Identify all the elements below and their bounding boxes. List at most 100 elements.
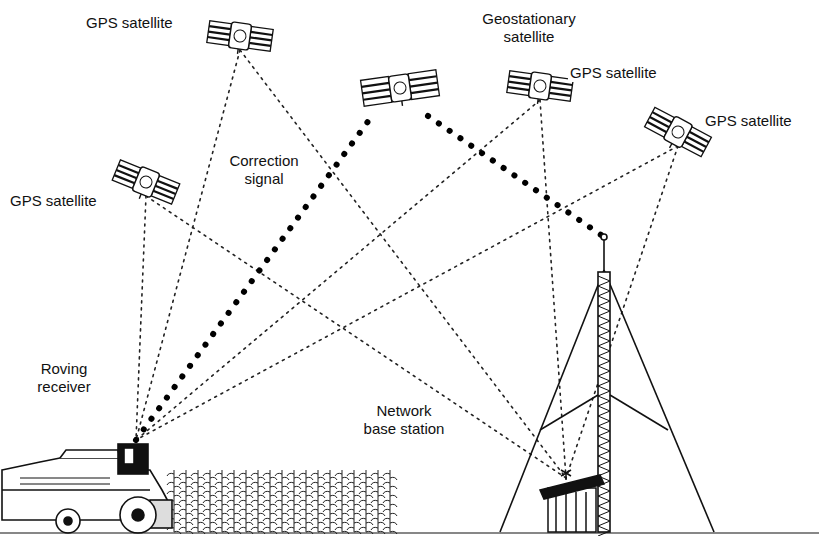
corn-leaf [215, 518, 229, 525]
corn-leaf [371, 482, 385, 489]
lattice-brace [598, 376, 610, 386]
corn-leaf [215, 482, 229, 489]
corn-leaf [251, 473, 265, 480]
corn-leaf [359, 482, 373, 489]
lattice-brace [598, 416, 610, 426]
lattice-brace [598, 366, 610, 376]
satellite [361, 70, 441, 111]
corn-leaf [287, 500, 301, 507]
corn-leaf [371, 491, 385, 498]
panel-stripe [550, 87, 572, 90]
corn-leaf [239, 482, 253, 489]
corn-leaf [239, 518, 253, 525]
corn-leaf [275, 509, 289, 516]
lattice-brace [598, 316, 610, 326]
signal-line [136, 196, 146, 440]
corn-leaf [203, 491, 217, 498]
corn-leaf [227, 518, 241, 525]
satellite-dish [138, 174, 154, 190]
solar-panel [248, 26, 273, 51]
corn-leaf [287, 509, 301, 516]
satellite-body [528, 72, 551, 101]
corn-leaf [275, 518, 289, 525]
lattice-brace [598, 526, 610, 536]
corn-leaf [299, 491, 313, 498]
corn-leaf [263, 473, 277, 480]
corn-leaf [179, 482, 193, 489]
corn-leaf [275, 482, 289, 489]
panel-stripe [208, 32, 230, 35]
callout-label: GPS satellite [84, 14, 175, 32]
lattice-brace [598, 276, 610, 286]
corn-leaf [323, 509, 337, 516]
lattice-brace [598, 386, 610, 396]
lattice-brace [598, 286, 610, 296]
lattice-brace [598, 426, 610, 436]
corn-leaf [227, 509, 241, 516]
lattice-brace [598, 406, 610, 416]
corn-leaf [347, 509, 361, 516]
corn-leaf [191, 509, 205, 516]
corn-leaf [347, 491, 361, 498]
corn-leaf [335, 518, 349, 525]
corn-leaf [287, 491, 301, 498]
lattice-brace [598, 506, 610, 516]
corn-leaf [323, 518, 337, 525]
lattice-brace [598, 336, 610, 346]
callout-label: GPS satellite [568, 64, 659, 82]
corn-leaf [191, 500, 205, 507]
satellite-antenna [237, 49, 239, 54]
corn-leaf [263, 500, 277, 507]
corn-leaf [347, 500, 361, 507]
satellite-body [228, 22, 251, 51]
signal-line [146, 196, 566, 478]
lattice-brace [598, 446, 610, 456]
panel-stripe [508, 87, 530, 90]
corn-leaf [203, 518, 217, 525]
corn-leaf [299, 518, 313, 525]
corn-leaf [323, 500, 337, 507]
corn-leaf [299, 509, 313, 516]
lattice-brace [598, 436, 610, 446]
corn-leaf [251, 482, 265, 489]
signal-line [136, 146, 678, 440]
satellite-body [663, 116, 693, 148]
satellite [206, 19, 274, 59]
corn-leaf [203, 500, 217, 507]
lattice-brace [598, 326, 610, 336]
corn-leaf [275, 473, 289, 480]
corn-leaf [167, 482, 181, 489]
satellite-antenna [537, 99, 539, 104]
lattice-brace [598, 496, 610, 506]
corn-leaf [383, 500, 397, 507]
satellite-antenna [139, 194, 141, 199]
panel-stripe [508, 82, 530, 85]
corn-leaf [299, 473, 313, 480]
combine-harvester [0, 444, 819, 533]
corn-leaf [335, 491, 349, 498]
corn-leaf [359, 473, 373, 480]
panel-stripe [362, 89, 390, 93]
satellite-dish [533, 79, 547, 93]
corn-leaf [311, 509, 325, 516]
callout-label: GPS satellite [703, 112, 794, 130]
corn-leaf [347, 482, 361, 489]
callout-label: Network base station [360, 402, 448, 438]
corn-leaf [335, 509, 349, 516]
corn-leaf [239, 509, 253, 516]
corn-leaf [215, 491, 229, 498]
corn-leaf [359, 518, 373, 525]
corn-leaf [383, 491, 397, 498]
corn-leaf [239, 473, 253, 480]
satellite-antenna [401, 101, 403, 106]
panel-stripe [249, 43, 271, 46]
corn-leaf [275, 491, 289, 498]
lattice-brace [598, 396, 610, 406]
callout-label: GPS satellite [8, 192, 99, 210]
corn-leaf [359, 509, 373, 516]
lattice-brace [598, 296, 610, 306]
signal-line [136, 100, 540, 440]
corn-leaf [287, 518, 301, 525]
corn-leaf [263, 491, 277, 498]
